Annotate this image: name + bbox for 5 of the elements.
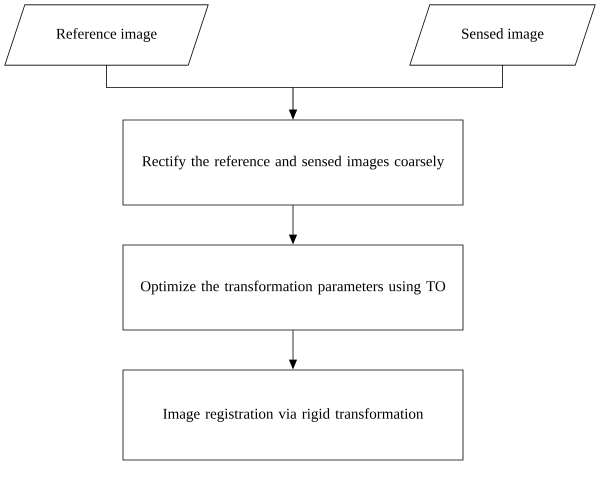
input-parallelogram: Sensed image xyxy=(409,4,596,66)
process-box: Image registration via rigid transformation xyxy=(122,370,464,460)
process-box: Optimize the transformation parameters using TO xyxy=(122,244,464,330)
input-parallelogram: Reference image xyxy=(4,4,209,66)
process-box: Rectify the reference and sensed images coarsely xyxy=(122,120,464,206)
